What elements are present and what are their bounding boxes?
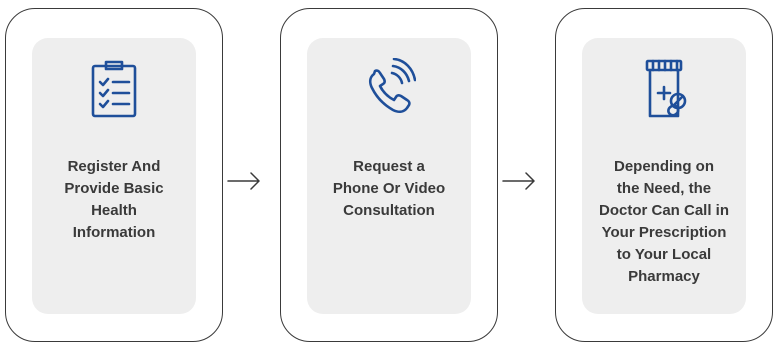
arrow-right-icon	[227, 170, 261, 192]
step-text-3: Depending on the Need, the Doctor Can Ca…	[598, 158, 729, 285]
step-text-2: Request a Phone Or Video Consultation	[332, 158, 446, 219]
step-panel-3: Depending on the Need, the Doctor Can Ca…	[582, 38, 746, 314]
step-panel-2: Request a Phone Or Video Consultation	[307, 38, 471, 314]
step-panel-1: Register And Provide Basic Health Inform…	[32, 38, 196, 314]
step-text-1: Register And Provide Basic Health Inform…	[64, 158, 164, 241]
step-card-2: Request a Phone Or Video Consultation	[280, 8, 498, 342]
prescription-bottle-icon	[637, 58, 691, 120]
arrow-right-icon	[502, 170, 536, 192]
phone-calling-icon	[362, 58, 416, 120]
step-card-1: Register And Provide Basic Health Inform…	[5, 8, 223, 342]
step-card-3: Depending on the Need, the Doctor Can Ca…	[555, 8, 773, 342]
clipboard-checklist-icon	[87, 58, 141, 120]
